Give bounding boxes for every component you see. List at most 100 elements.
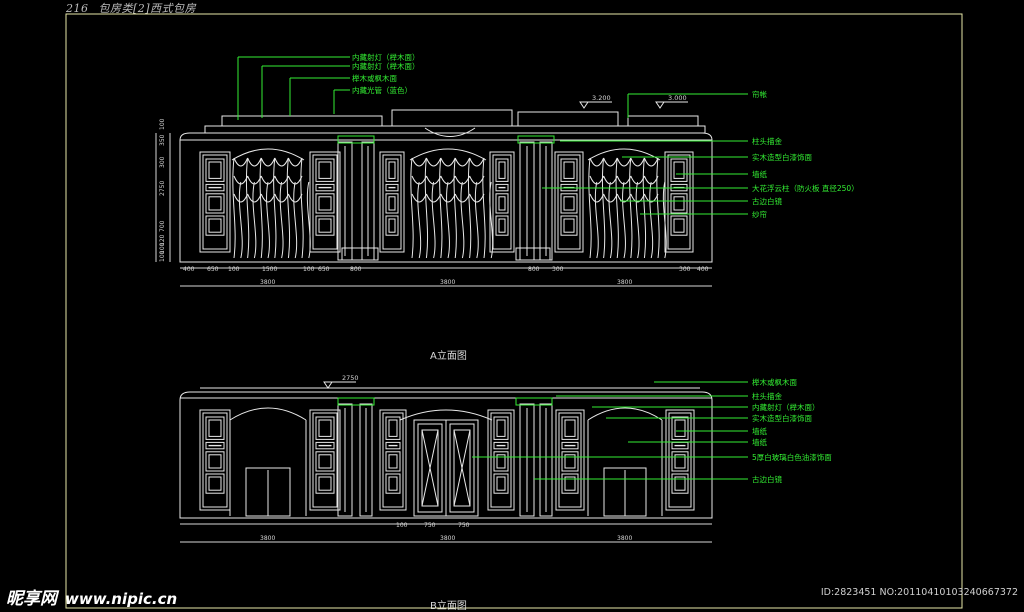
panel-column-b-panel (385, 416, 401, 440)
panel-column-a-panel-inset (388, 196, 396, 211)
pillar-base (341, 247, 379, 261)
dim-door-text: 750 (458, 522, 470, 529)
panel-column-b-inner (202, 412, 228, 508)
panel-column-b (487, 409, 515, 511)
panel-column-b-panel-inset (674, 419, 686, 437)
dim-bottom-text: 650 (318, 266, 330, 273)
curtain-fold (417, 181, 422, 259)
panel-column-a-panel (560, 158, 578, 182)
cornice-top (204, 125, 706, 134)
dim-total-text: 3800 (440, 535, 455, 542)
panel-column-b-panel (385, 441, 401, 450)
panel-column-a-panel-inset (498, 218, 506, 233)
panel-column-b-panel (493, 416, 509, 440)
panel-column-a-panel (560, 193, 578, 214)
panel-column-a-panel (205, 158, 225, 182)
callout-right: 墙纸 (752, 169, 767, 179)
panel-column-b (555, 409, 585, 511)
panel-column-b-panel-inset (318, 476, 332, 491)
arch (231, 148, 305, 161)
pillar-capital (337, 397, 375, 406)
ceiling-box-center (391, 109, 513, 127)
level-text: 3.000 (668, 94, 687, 102)
curtain-fold (293, 181, 298, 259)
panel-column-b-panel-inset (564, 454, 576, 469)
image-id-text: ID:2823451 NO:20110410103240667372 (820, 587, 1018, 598)
pillar-base (515, 247, 551, 261)
curtain-fold (594, 181, 599, 259)
curtain-fold (238, 181, 243, 259)
arch (587, 407, 663, 421)
panel-column-b-panel-inset (496, 454, 506, 469)
level-marker (323, 381, 333, 389)
panel-column-a-panel-inset (563, 161, 575, 179)
panel-column-b-panel-inset (318, 454, 332, 469)
panel-column-a-panel-inset (318, 196, 332, 211)
curtain-fold (424, 157, 429, 259)
dim-left-text: 350 (159, 134, 166, 146)
curtain-fold (306, 181, 311, 259)
panel-column-a-panel (315, 215, 335, 236)
panel-column-a-panel (205, 215, 225, 236)
curtain-fold (649, 181, 654, 259)
curtain-fold (622, 181, 626, 259)
callout-right: 实木造型白漆饰面 (752, 413, 812, 423)
panel-column-a-panel (385, 183, 399, 192)
panel-column-b-panel-inset (388, 454, 398, 469)
panel-column-a-panel (670, 158, 688, 182)
dim-bottom-text: 1500 (262, 266, 277, 273)
curtain-fold (300, 157, 304, 259)
panel-column-a-panel (385, 158, 399, 182)
curtain-fold (410, 157, 414, 259)
panel-column-b-panel (671, 473, 689, 494)
panel-column-b-panel-inset (388, 419, 398, 437)
panel-column-a-panel (315, 158, 335, 182)
curtain-fold (482, 157, 486, 259)
panel-column-b-panel-inset (208, 476, 222, 491)
panel-column-b-panel-inset (564, 476, 576, 491)
callout-right: 内藏射灯（榉木面） (752, 402, 820, 412)
category-label: 包房类[2]西式包房 (98, 2, 197, 15)
dim-left-text: 120 (159, 234, 166, 246)
panel-column-a-panel-inset (673, 196, 685, 211)
callout-right: 古边白镜 (752, 196, 782, 206)
wall-outline (179, 132, 713, 263)
curtain-swag (589, 157, 659, 167)
panel-column-b-panel-inset (388, 476, 398, 491)
panel-column-a-panel (495, 183, 509, 192)
panel-column-b (379, 409, 407, 511)
dim-door-text: 750 (424, 522, 436, 529)
curtain-fold (259, 157, 263, 259)
panel-column-b-panel (315, 441, 335, 450)
dim-bottom-text: 100 (228, 266, 240, 273)
callout-top: 榉木或枫木面 (352, 73, 397, 83)
curtain-fold (439, 157, 443, 259)
panel-column-b-panel (205, 441, 225, 450)
dim-bottom-text: 800 (528, 266, 540, 273)
pillar-capital (337, 135, 375, 144)
panel-column-b-panel-inset (674, 454, 686, 469)
panel-column-a-panel (495, 193, 509, 214)
panel-column-a-panel-inset (208, 196, 222, 211)
curtain-fold (467, 157, 472, 259)
panel-column-b-panel-inset (318, 419, 332, 437)
panel-column-b-panel (205, 473, 225, 494)
callout-right: 柱头描金 (752, 136, 782, 146)
panel-column-a-panel (670, 215, 688, 236)
panel-column-b-inner (558, 412, 582, 508)
dim-left-text: 100 (159, 118, 166, 130)
panel-column-b-panel-inset (496, 476, 506, 491)
panel-column-b-panel (671, 451, 689, 472)
panel-column-b-panel-inset (208, 419, 222, 437)
callout-right: 实木造型白漆饰面 (752, 152, 812, 162)
curtain-fold (273, 157, 277, 259)
panel-column-a-panel (385, 215, 399, 236)
panel-column-a-panel (385, 193, 399, 214)
curtain-fold (629, 157, 633, 259)
pillar (519, 403, 535, 517)
panel-column-a-panel-inset (208, 218, 222, 233)
dim-total-text: 3800 (440, 279, 455, 286)
panel-column-b-panel-inset (208, 454, 222, 469)
curtain-swag (589, 193, 659, 203)
